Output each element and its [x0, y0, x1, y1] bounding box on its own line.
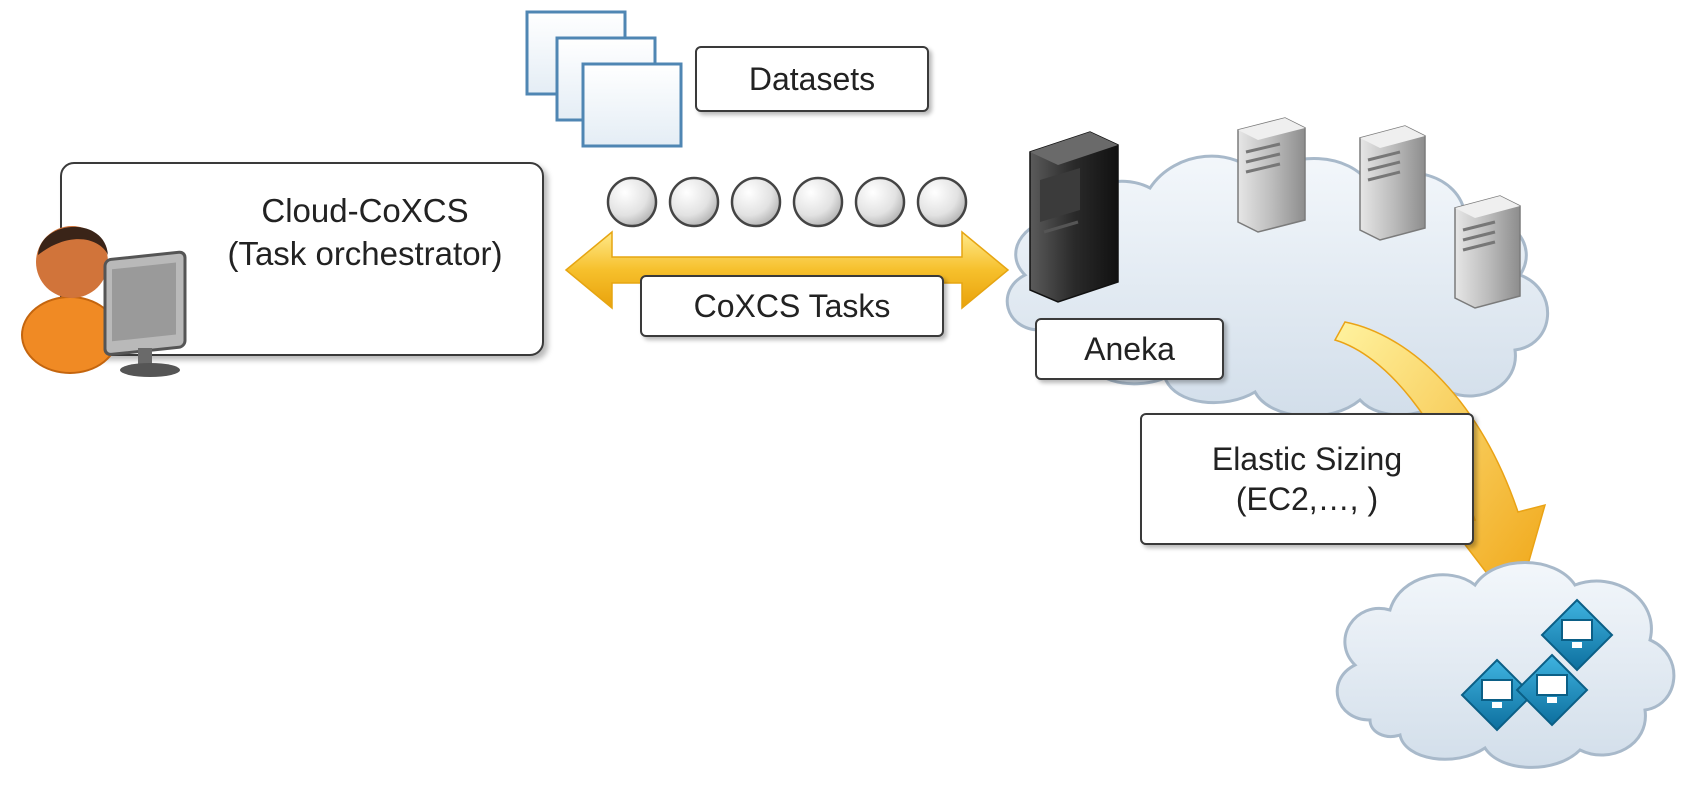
- datasets-label: Datasets: [695, 46, 929, 112]
- server-tower-icon: [1454, 195, 1521, 309]
- task-circle: [854, 176, 906, 228]
- elastic-sizing-providers: (EC2,…, ): [1235, 481, 1379, 517]
- task-circle: [668, 176, 720, 228]
- elastic-cloud-icon: [1335, 561, 1676, 769]
- orchestrator-role: (Task orchestrator): [227, 234, 503, 272]
- elastic-sizing-label: Elastic Sizing (EC2,…, ): [1140, 413, 1474, 545]
- task-queue: [606, 176, 968, 228]
- curved-arrow-icon: [1333, 321, 1547, 612]
- orchestrator-name: Cloud-CoXCS: [261, 192, 469, 229]
- elastic-sizing-title: Elastic Sizing: [1211, 441, 1403, 477]
- virtual-machine-icon: [1460, 658, 1534, 732]
- server-tower-icon: [1237, 117, 1306, 233]
- orchestrator-label: Cloud-CoXCS (Task orchestrator): [195, 190, 535, 276]
- task-circle: [792, 176, 844, 228]
- tasks-label: CoXCS Tasks: [640, 275, 944, 337]
- double-arrow-icon: [564, 230, 1010, 310]
- server-tower-icon: [1359, 125, 1426, 241]
- datasets-icon: [525, 10, 683, 148]
- task-circle: [730, 176, 782, 228]
- user-at-computer-icon: [21, 226, 187, 377]
- task-circle: [606, 176, 658, 228]
- task-circle: [916, 176, 968, 228]
- aneka-server-icon: [1029, 131, 1119, 303]
- virtual-machine-icon: [1540, 598, 1614, 672]
- virtual-machine-icon: [1515, 653, 1589, 727]
- aneka-label: Aneka: [1035, 318, 1224, 380]
